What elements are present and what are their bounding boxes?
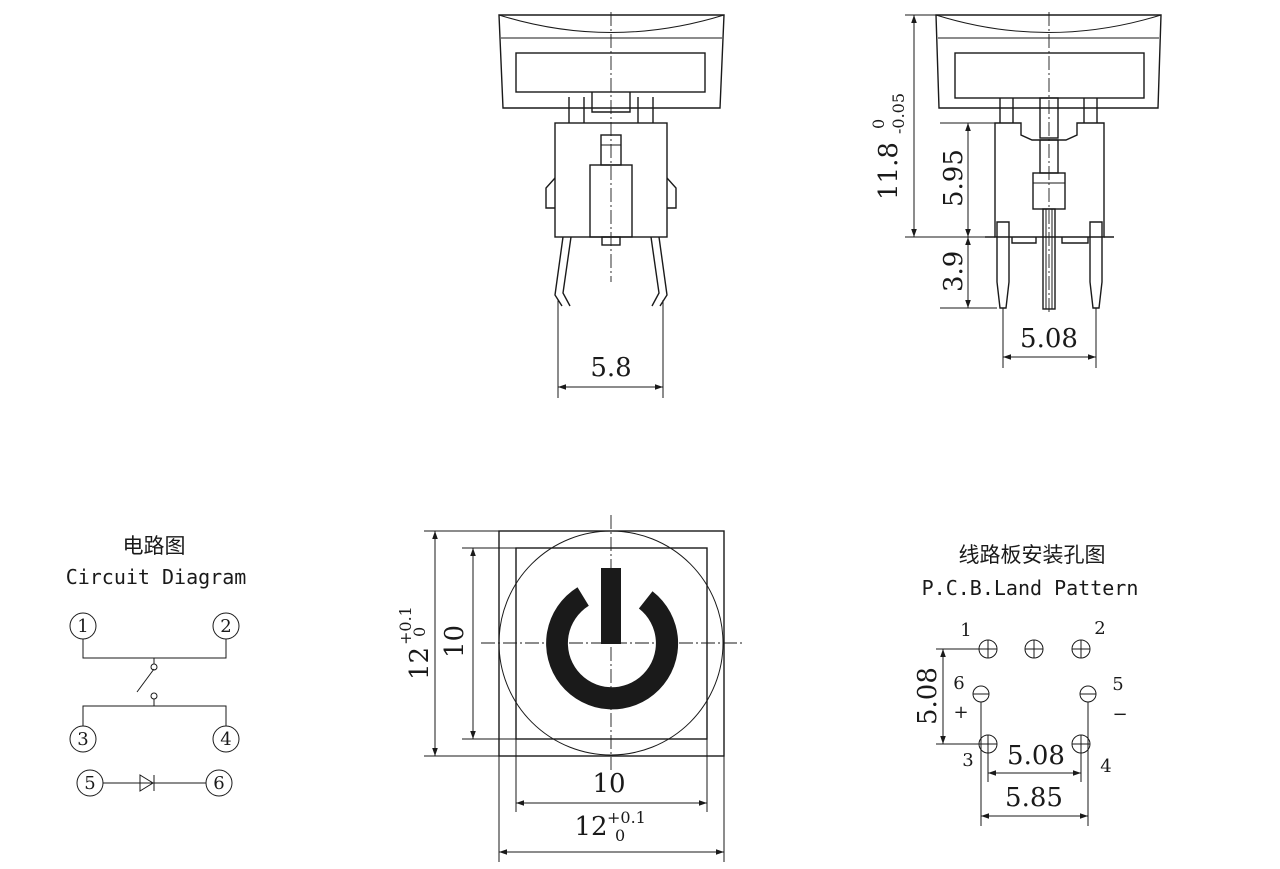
dim-tol-upper-h: +0.1 <box>607 808 646 827</box>
pcb-title-cn: 线路板安装孔图 <box>959 543 1106 567</box>
front-view: 11.8 0 -0.05 5.95 3.9 5.08 <box>869 12 1162 368</box>
power-symbol-icon <box>546 568 679 710</box>
pcb-dim-vertical: 5.08 <box>913 667 943 725</box>
cap-window <box>954 52 1145 99</box>
plunger <box>1039 97 1059 139</box>
cap-curve <box>498 14 725 33</box>
pcb-dim-outer-h: 5.85 <box>1005 783 1063 813</box>
leg-right-inner <box>650 236 660 307</box>
leg-right <box>658 236 668 307</box>
pcb-pin-label: 5 <box>1112 674 1123 695</box>
pin-label: 1 <box>77 616 88 637</box>
inner-square <box>515 547 708 740</box>
dim-height-tol-upper: 0 <box>869 119 888 129</box>
dim-body: 5.95 <box>939 149 969 207</box>
body-tab-right <box>666 177 677 209</box>
circuit-title-cn: 电路图 <box>123 534 186 558</box>
pcb-pin-label: 4 <box>1100 756 1111 777</box>
pin-label: 3 <box>77 729 88 750</box>
cap-outline <box>498 14 725 109</box>
pcb-hole <box>1024 639 1044 659</box>
pcb-hole <box>1071 734 1091 754</box>
switch-contact <box>150 663 158 671</box>
switch-contact <box>150 692 158 700</box>
pcb-plus-label: + <box>953 702 968 723</box>
side-view: 5.8 <box>498 12 725 398</box>
pcb-hole <box>972 685 990 703</box>
pcb-dim-inner-h: 5.08 <box>1007 741 1065 771</box>
dim-tol-lower-h: 0 <box>615 826 625 845</box>
leg-left-inner <box>562 236 572 307</box>
dim-height-main: 11.8 <box>874 142 904 200</box>
dim-pin-spacing: 5.8 <box>590 353 631 383</box>
dim-lead: 3.9 <box>939 251 969 292</box>
circuit-diagram: 电路图 Circuit Diagram 1 2 3 4 5 6 <box>66 534 247 797</box>
pin-left <box>996 221 1010 309</box>
pin-label: 4 <box>220 729 231 750</box>
dim-pitch: 5.08 <box>1020 324 1078 354</box>
pcb-land-pattern: 线路板安装孔图 P.C.B.Land Pattern 1 2 3 4 5 6 <box>913 543 1138 826</box>
dim-inner-h: 10 <box>592 769 625 799</box>
cap-outline <box>935 14 1162 109</box>
dim-tol-upper-v: +0.1 <box>396 606 415 645</box>
pcb-pin-label: 2 <box>1094 618 1105 639</box>
switch-arm <box>136 668 155 693</box>
body-base <box>985 236 1114 244</box>
circuit-title-en: Circuit Diagram <box>66 565 247 589</box>
dim-outer-h: 12 <box>574 812 607 842</box>
leg-left <box>554 236 564 307</box>
pcb-hole <box>978 639 998 659</box>
body-tab-left <box>545 177 556 209</box>
pin-right <box>1089 221 1103 309</box>
pcb-pin-label: 1 <box>960 620 971 641</box>
cap-window <box>515 52 706 93</box>
cap-curve <box>935 14 1162 33</box>
pcb-hole <box>1079 685 1097 703</box>
pcb-minus-label: − <box>1112 704 1127 725</box>
pin-label: 5 <box>84 773 95 794</box>
top-view: 12 +0.1 0 10 10 12 +0.1 0 <box>396 515 742 862</box>
pin-label: 2 <box>220 616 231 637</box>
wire-bottom <box>82 705 227 726</box>
dim-tol-lower-v: 0 <box>410 627 429 637</box>
pcb-title-en: P.C.B.Land Pattern <box>922 576 1139 600</box>
wire-top <box>82 639 227 659</box>
pcb-hole <box>1071 639 1091 659</box>
pcb-hole <box>978 734 998 754</box>
dim-inner-v: 10 <box>440 625 470 658</box>
switch-body <box>994 122 1105 238</box>
pcb-pin-label: 6 <box>953 673 964 694</box>
dim-height-tol-lower: -0.05 <box>889 93 908 134</box>
pcb-pin-label: 3 <box>962 750 973 771</box>
diode-icon <box>139 774 154 792</box>
dim-outer-v: 12 <box>405 647 435 680</box>
pin-label: 6 <box>213 773 224 794</box>
